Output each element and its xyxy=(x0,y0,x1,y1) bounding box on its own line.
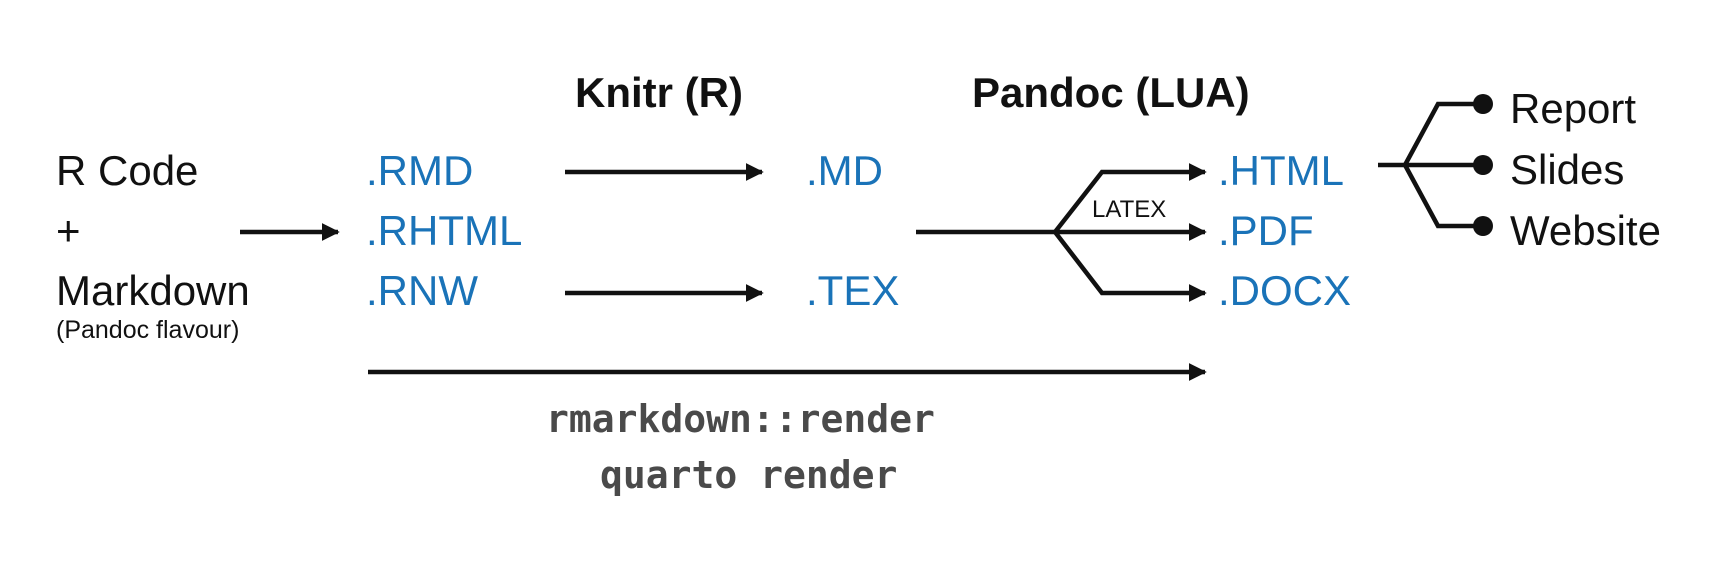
bullet-report xyxy=(1473,94,1493,114)
intermediate-md: .MD xyxy=(806,147,883,194)
product-report: Report xyxy=(1510,85,1637,132)
intermediate-tex: .TEX xyxy=(806,267,900,314)
source-line-3: Markdown xyxy=(56,267,250,314)
bullet-website xyxy=(1473,216,1493,236)
product-slides: Slides xyxy=(1510,146,1625,193)
arrow-to-html xyxy=(1053,163,1207,234)
command-quarto-render: quarto render xyxy=(600,453,898,497)
latex-label: LATEX xyxy=(1092,196,1167,223)
branch-website xyxy=(1403,163,1482,229)
pandoc-header: Pandoc (LUA) xyxy=(972,69,1250,116)
arrow-to-docx xyxy=(1053,230,1207,302)
source-line-1: R Code xyxy=(56,147,199,194)
input-rhtml: .RHTML xyxy=(366,207,523,254)
source-line-2: + xyxy=(56,207,81,254)
bullet-slides xyxy=(1473,155,1493,175)
output-html: .HTML xyxy=(1218,147,1344,194)
output-pdf: .PDF xyxy=(1218,207,1314,254)
knitr-header: Knitr (R) xyxy=(575,69,743,116)
output-docx: .DOCX xyxy=(1218,267,1352,314)
input-rnw: .RNW xyxy=(366,267,478,314)
command-rmarkdown-render: rmarkdown::render xyxy=(546,397,935,441)
branch-report xyxy=(1403,101,1482,167)
source-note: (Pandoc flavour) xyxy=(56,316,240,344)
input-rmd: .RMD xyxy=(366,147,474,194)
product-website: Website xyxy=(1510,207,1661,254)
